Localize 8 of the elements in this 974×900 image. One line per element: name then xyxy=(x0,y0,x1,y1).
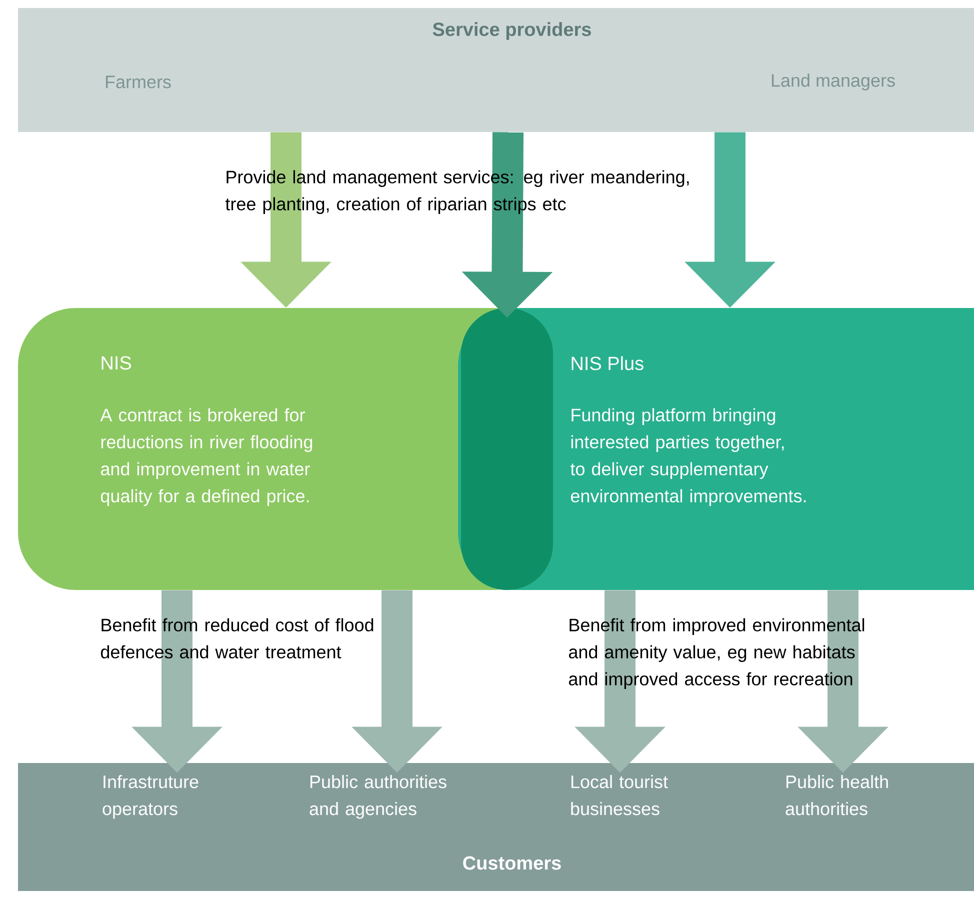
customer-label: Infrastruture operators xyxy=(102,775,198,819)
customer-label: Local tourist businesses xyxy=(571,775,668,816)
customer-label: Public authorities and agencies xyxy=(310,775,446,819)
provider-band: Service providers Farmers Land managers xyxy=(18,8,974,132)
annotation-text: Benefit from improved environmental and amenity value, eg new habitats and improved access for recreation xyxy=(568,618,864,689)
annotation-text: Benefit from reduced cost of flood defences and water treatment xyxy=(100,618,374,658)
customer-label: Public health authorities xyxy=(786,775,888,816)
overlap-lens xyxy=(461,308,553,590)
